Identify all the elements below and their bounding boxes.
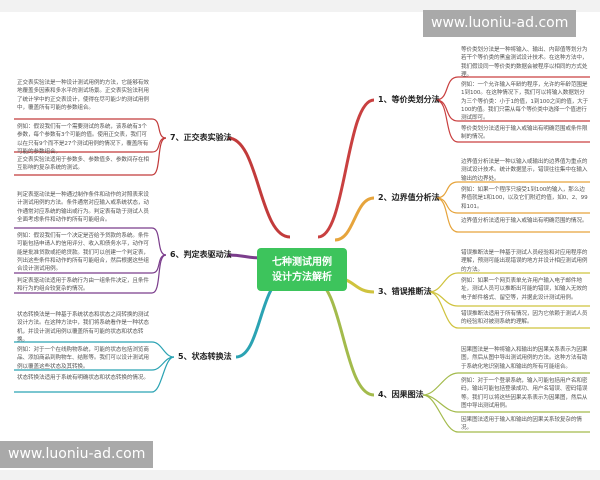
branch-connector bbox=[334, 196, 375, 242]
note-connector bbox=[151, 254, 167, 294]
branch-connector bbox=[227, 136, 291, 239]
branch-note: 正交表实验法是一种设计测试用例的方法，它能够有效地覆盖多因素和多水平的测试场景。… bbox=[17, 80, 149, 111]
note-connector bbox=[151, 137, 167, 176]
note-connector bbox=[428, 291, 459, 329]
note-connector bbox=[151, 341, 175, 358]
branch-note: 边界值分析法是一种以输入或输出的边界值为重点的测试设计技术。统计数据显示，错误往… bbox=[461, 159, 588, 182]
branch-note: 错误推断法适用于所有情况，因为它依赖于测试人员的经验和对被测系统的理解。 bbox=[461, 311, 588, 326]
branch-note: 状态转换法适用于系统有明确状态和状态转换的情况。 bbox=[17, 375, 149, 381]
branch-note: 等价类划分法适用于输入或输出有明确范围或条件限制的情况。 bbox=[461, 126, 588, 141]
branch-note: 错误推断法是一种基于测试人员经验和对应用程序的理解，预测可能出现错误的地方并设计… bbox=[461, 250, 588, 273]
connector-lines bbox=[14, 76, 590, 433]
branch-note: 等价类划分法是一种将输入、输出、内部值等划分为若干个等价类的黑盒测试设计技术。在… bbox=[461, 47, 588, 78]
note-connector bbox=[151, 137, 167, 153]
note-connector bbox=[151, 356, 175, 393]
note-connector bbox=[422, 372, 459, 396]
branch-note: 判定表驱动法适用于系统行为由一组条件决定，且条件和行为的组合较复杂的情况。 bbox=[17, 278, 149, 293]
note-connector bbox=[435, 181, 459, 199]
branch-note: 例如：如果一个网页表单允许用户输入电子邮件地址，测试人员可以推断出可能的错误，如… bbox=[461, 278, 588, 301]
branch-note: 因果图法适用于输入和输出的因果关系较复杂的情况。 bbox=[461, 417, 582, 432]
note-connector bbox=[435, 76, 459, 101]
note-connector bbox=[435, 197, 459, 233]
note-connector bbox=[422, 394, 459, 413]
central-topic: 七种测试用例 设计方法解析 bbox=[257, 248, 347, 291]
branch-label: 1、等价类划分法 bbox=[378, 95, 440, 104]
branch-note: 例如：假设我们有一个决定是否给予贷款的系统。条件可能包括申请人的信用评分、收入和… bbox=[17, 233, 149, 273]
branch-note: 因果图法是一种将输入和输出的因果关系表示为因果图，然后从图中导出测试用例的方法。… bbox=[461, 347, 588, 370]
watermark-bottom: www.luoniu-ad.com bbox=[0, 441, 154, 468]
note-connector bbox=[428, 272, 459, 293]
note-connector bbox=[435, 99, 459, 143]
branch-note: 正交表实验法适用于参数多、参数值多、参数间存在相互影响的复杂系统的测试。 bbox=[17, 157, 149, 172]
branch-note: 状态转换法是一种基于系统状态和状态之间转换的测试设计方法。在这种方法中，我们将系… bbox=[17, 312, 149, 343]
central-topic-line1: 七种测试用例 bbox=[272, 256, 332, 268]
note-connector bbox=[151, 227, 167, 256]
branch-label: 5、状态转换法 bbox=[178, 352, 232, 361]
branch-label: 6、判定表驱动法 bbox=[170, 250, 232, 259]
branch-label: 7、正交表实验法 bbox=[170, 133, 232, 142]
branch-connector bbox=[311, 277, 375, 397]
note-connector bbox=[422, 394, 459, 433]
branch-label: 3、错误推断法 bbox=[378, 287, 432, 296]
branch-label: 2、边界值分析法 bbox=[378, 193, 440, 202]
branch-label: 4、因果图法 bbox=[378, 390, 424, 399]
note-connector bbox=[428, 291, 459, 307]
branch-note: 例如：如果一个程序只接受1到100的输入，那么边界值就是1和100，以及它们附近… bbox=[461, 187, 588, 210]
branch-note: 例如：假设我们有一个需要测试的系统，该系统有3个参数，每个参数有3个可能的值。使… bbox=[17, 124, 149, 155]
branch-note: 例如：对于一个登录系统，输入可能包括用户名和密码，输出可能包括登录成功、用户名错… bbox=[461, 378, 588, 409]
watermark-top: www.luoniu-ad.com bbox=[423, 10, 577, 37]
central-topic-line2: 设计方法解析 bbox=[272, 271, 332, 283]
mind-map-canvas: 七种测试用例 设计方法解析 1、等价类划分法 等价类划分法是一种将输入、输出、内部… bbox=[0, 12, 600, 470]
note-connector bbox=[151, 118, 167, 139]
branch-note: 判定表驱动法是一种通过制作条件和动作的对照表来设计测试用例的方法。条件通常对应输… bbox=[17, 192, 149, 223]
branch-note: 例如：一个允许输入年龄的程序，允许的年龄范围是1到100。在这种情况下，我们可以… bbox=[461, 82, 589, 122]
branch-connector bbox=[317, 98, 375, 239]
branch-note: 例如：对于一个在线购物系统，可能的状态包括浏览商品、添加商品到购物车、结账等。我… bbox=[17, 347, 149, 370]
branch-note: 边界值分析法适用于输入或输出有明确范围的情况。 bbox=[461, 218, 588, 224]
